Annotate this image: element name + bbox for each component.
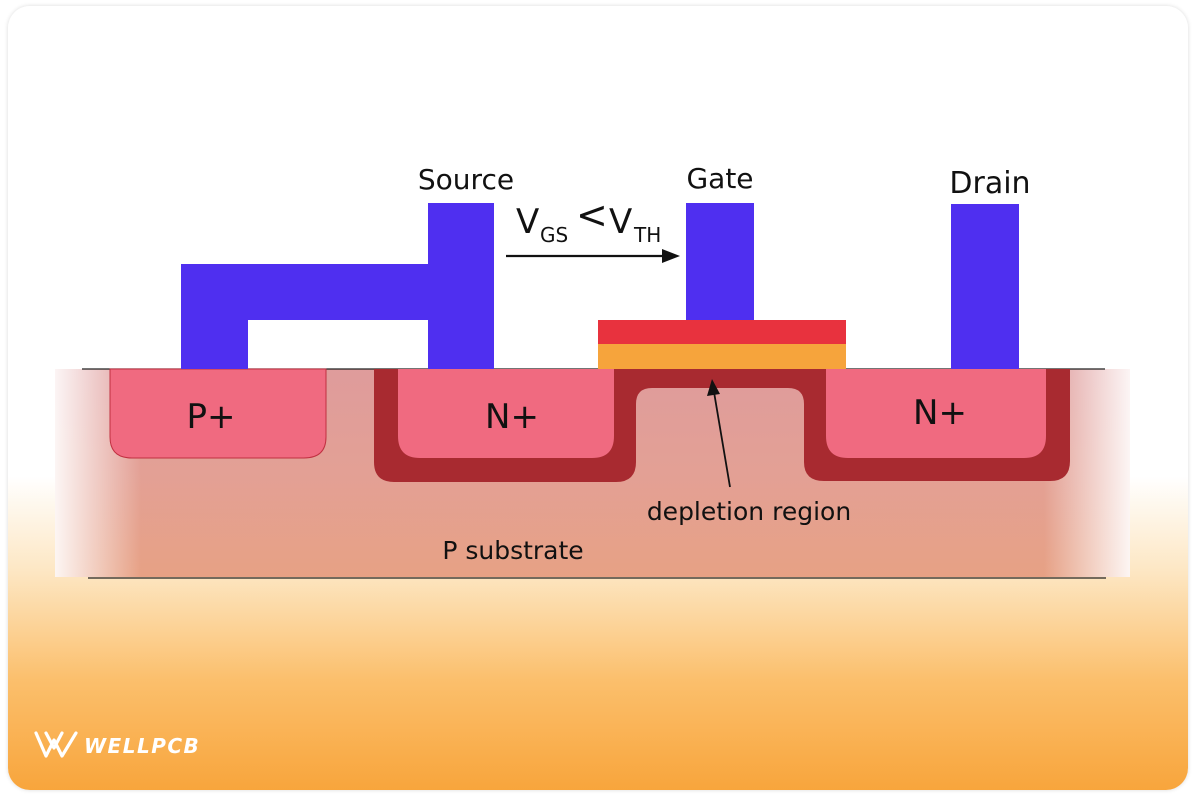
depletion-arrowhead: [707, 379, 720, 396]
vth-v-label: V: [609, 202, 632, 242]
source-label: Source: [418, 163, 514, 196]
n-plus-left-well: [398, 369, 614, 458]
wellpcb-logo-text: WELLPCB: [84, 734, 200, 758]
n-plus-right-well: [826, 369, 1046, 458]
gate-label: Gate: [686, 162, 753, 195]
source-body-metal: [181, 203, 494, 369]
gate-metal: [686, 203, 754, 321]
p-substrate-label: P substrate: [442, 536, 583, 565]
depletion-arrow-line: [713, 391, 731, 488]
drain-metal: [951, 204, 1019, 369]
n-plus-left-label: N+: [485, 397, 539, 437]
n-plus-right-label: N+: [913, 393, 967, 433]
gate-poly-layer: [598, 320, 846, 344]
wellpcb-logo-icon: [34, 731, 78, 758]
depletion-region-label: depletion region: [647, 497, 851, 526]
p-plus-label: P+: [187, 397, 236, 437]
wellpcb-logo: WELLPCB: [34, 731, 200, 758]
p-plus-well: [109, 368, 327, 459]
gate-oxide-layer: [598, 344, 846, 369]
drain-label: Drain: [949, 166, 1030, 201]
vgs-v-label: V: [516, 202, 539, 242]
less-than-label: <: [576, 193, 608, 237]
vgs-arrowhead: [662, 249, 680, 263]
vth-subscript: TH: [633, 223, 661, 247]
vgs-subscript: GS: [540, 223, 568, 247]
